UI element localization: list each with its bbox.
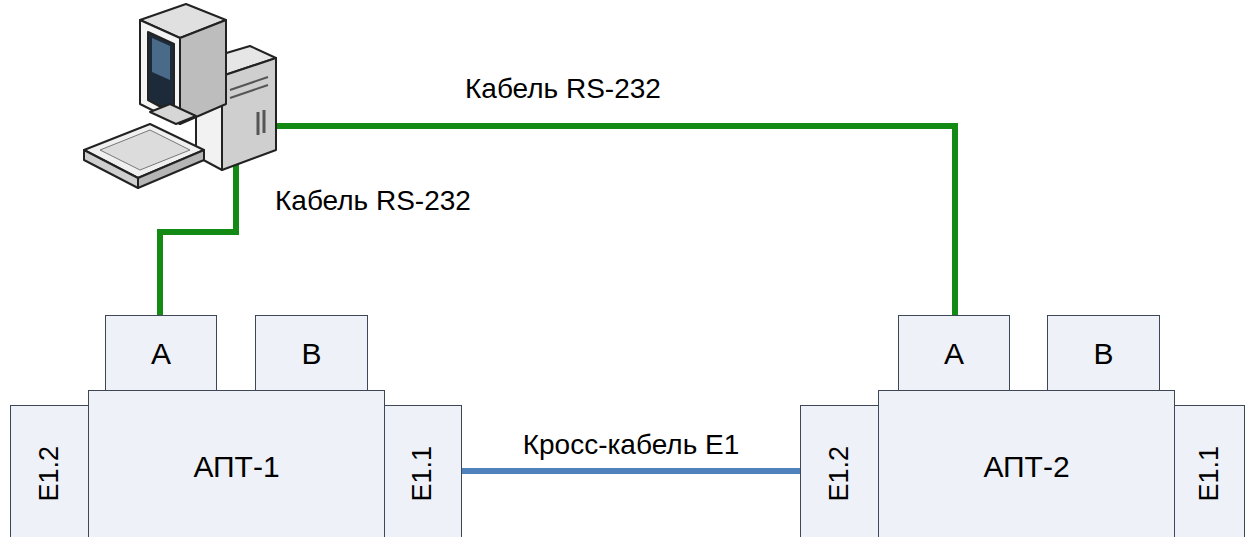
box-label: E1.1: [1195, 446, 1225, 502]
box-label: B: [301, 337, 321, 370]
device-box: АПТ-1: [88, 390, 385, 537]
box-label: A: [944, 337, 964, 370]
box-label: E1.2: [35, 446, 65, 502]
port-box: B: [255, 315, 368, 391]
cable-label: Кросс-кабель E1: [520, 430, 743, 461]
box-label: A: [151, 337, 171, 370]
box-label: АПТ-1: [193, 450, 279, 483]
e1-port-box: E1.1: [384, 405, 462, 537]
cable-label: Кабель RS-232: [275, 186, 471, 217]
port-box: A: [898, 315, 1010, 391]
computer-icon: [84, 4, 276, 188]
box-label: E1.2: [825, 446, 855, 502]
box-label: E1.1: [408, 446, 438, 502]
port-box: B: [1047, 315, 1160, 391]
e1-port-box: E1.2: [800, 405, 879, 537]
e1-port-box: E1.1: [1174, 405, 1245, 537]
box-label: B: [1093, 337, 1113, 370]
rs232-cable: [266, 126, 955, 316]
e1-cross-cable: [462, 468, 800, 474]
cable-label: Кабель RS-232: [465, 74, 661, 105]
device-box: АПТ-2: [878, 390, 1175, 537]
box-label: АПТ-2: [983, 450, 1069, 483]
e1-port-box: E1.2: [10, 405, 89, 537]
port-box: A: [105, 315, 217, 391]
